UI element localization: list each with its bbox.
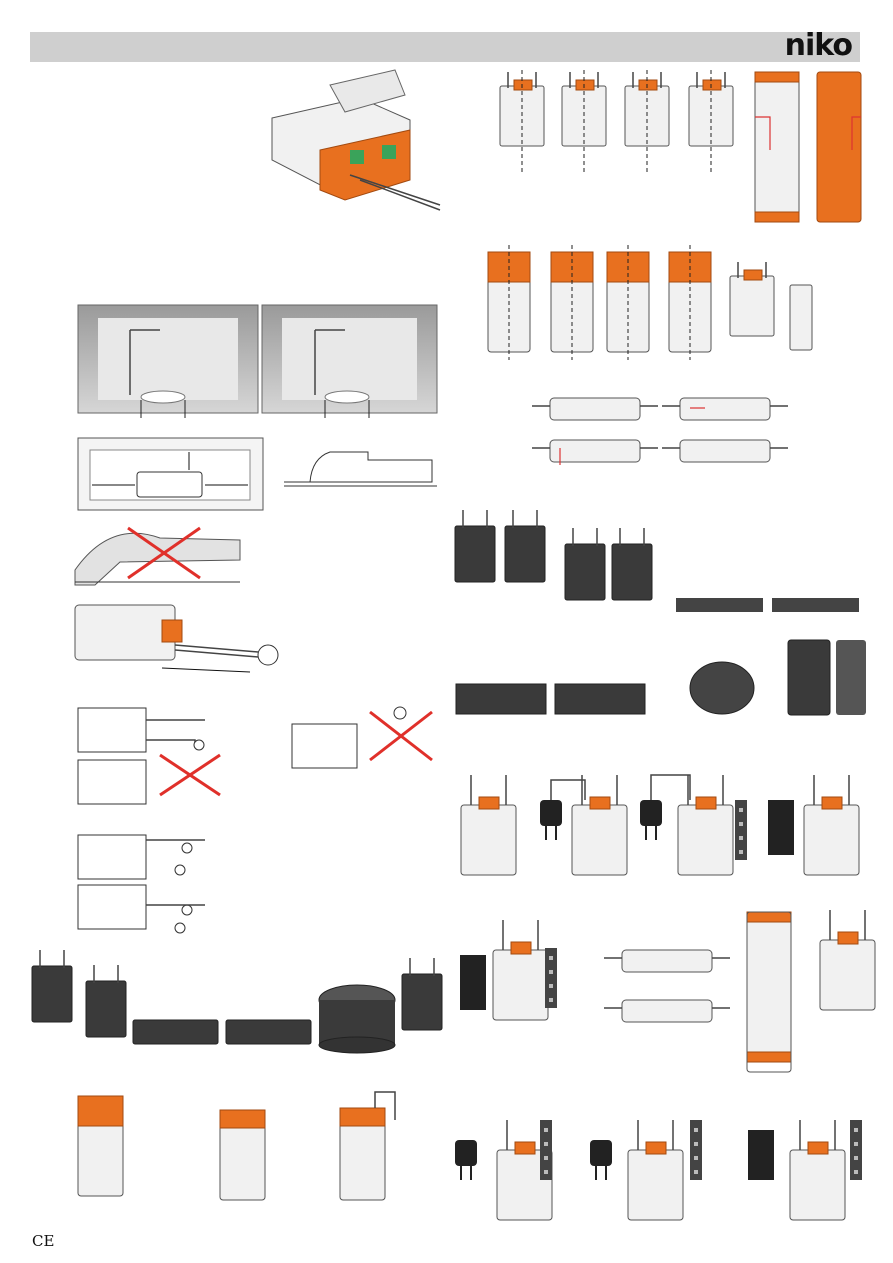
dark-drivers-right bbox=[455, 510, 866, 715]
driver-mounting-row-2 bbox=[488, 245, 812, 360]
ce-mark: CE bbox=[32, 1232, 54, 1250]
plug-in-drivers bbox=[461, 775, 859, 875]
recess-box-right bbox=[262, 305, 437, 418]
dark-device-row bbox=[32, 950, 442, 1053]
clearance-diagram bbox=[78, 438, 437, 510]
flat-drivers bbox=[532, 398, 788, 465]
hero-driver-illustration bbox=[272, 70, 440, 210]
insulation-forbidden bbox=[75, 528, 240, 585]
wiring-schematics bbox=[78, 707, 432, 933]
driver-mounting-row-1 bbox=[500, 70, 861, 222]
plug-in-drivers-3 bbox=[455, 1120, 862, 1220]
plug-in-drivers-2 bbox=[460, 910, 875, 1072]
cable-length-diagram bbox=[75, 605, 278, 672]
orange-top-devices bbox=[78, 1092, 395, 1200]
recess-box-left bbox=[78, 305, 258, 418]
